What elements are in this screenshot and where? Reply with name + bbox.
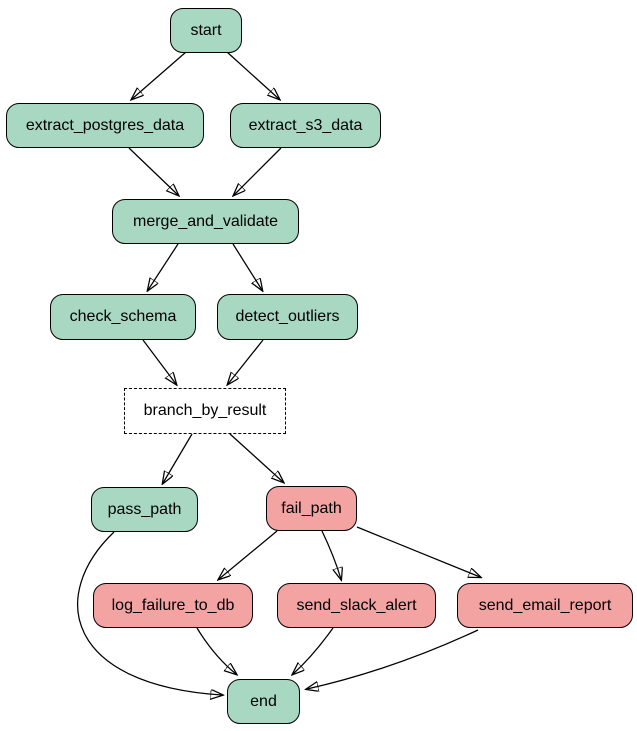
edge-check_schema-branch_by_result <box>142 339 176 384</box>
node-fail_path: fail_path <box>266 486 357 531</box>
edge-send_email_report-end <box>307 629 479 689</box>
edge-branch_by_result-fail_path <box>229 433 283 482</box>
edge-fail_path-send_email_report <box>356 526 480 577</box>
edge-merge_and_validate-detect_outliers <box>232 243 262 290</box>
node-branch_by_result: branch_by_result <box>124 388 286 434</box>
node-log_failure_to_db: log_failure_to_db <box>93 583 253 628</box>
edge-fail_path-send_slack_alert <box>321 530 341 579</box>
node-send_slack_alert: send_slack_alert <box>277 583 436 628</box>
node-detect_outliers: detect_outliers <box>217 294 358 340</box>
edge-start-extract_postgres_data <box>132 51 187 99</box>
edge-detect_outliers-branch_by_result <box>228 339 264 384</box>
node-merge_and_validate: merge_and_validate <box>112 199 299 244</box>
edge-start-extract_s3_data <box>226 51 279 99</box>
edge-extract_postgres_data-merge_and_validate <box>128 147 178 195</box>
node-extract_postgres_data: extract_postgres_data <box>6 103 204 148</box>
node-extract_s3_data: extract_s3_data <box>230 103 381 148</box>
edge-fail_path-log_failure_to_db <box>219 530 278 579</box>
node-send_email_report: send_email_report <box>457 583 633 628</box>
node-pass_path: pass_path <box>91 487 198 532</box>
edge-extract_s3_data-merge_and_validate <box>234 147 282 195</box>
edge-send_slack_alert-end <box>293 627 334 674</box>
edge-merge_and_validate-check_schema <box>148 243 179 290</box>
node-end: end <box>227 679 300 724</box>
node-check_schema: check_schema <box>50 294 196 340</box>
edge-log_failure_to_db-end <box>196 627 236 674</box>
node-start: start <box>170 8 242 53</box>
edge-branch_by_result-pass_path <box>163 433 193 483</box>
